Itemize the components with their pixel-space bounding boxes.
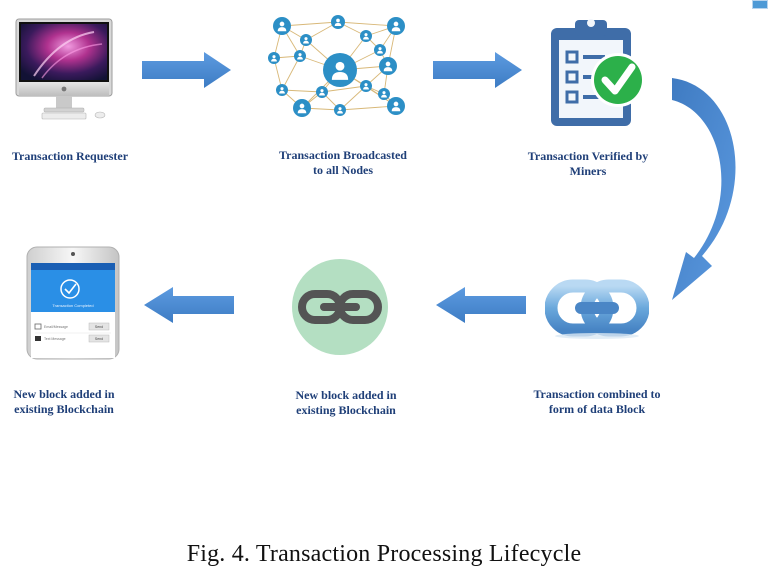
phone-row-label: Email/Message xyxy=(44,325,68,329)
label-broadcast: Transaction Broadcasted to all Nodes xyxy=(279,148,407,177)
phone-row-action: Send xyxy=(94,325,104,329)
network-node xyxy=(374,44,386,56)
network-node xyxy=(360,80,372,92)
network-node xyxy=(323,53,357,87)
label-verified: Transaction Verified by Miners xyxy=(527,149,649,178)
network-node xyxy=(293,99,311,117)
network-edge xyxy=(321,85,367,93)
network-edge xyxy=(281,55,301,91)
network-node xyxy=(331,15,345,29)
blue-chain-link-icon xyxy=(545,279,649,339)
network-edge xyxy=(281,89,323,93)
arrow-curve xyxy=(672,78,736,300)
figure-caption: Fig. 4. Transaction Processing Lifecycle xyxy=(186,541,582,567)
network-edge xyxy=(337,21,397,27)
label-combined: Transaction combined to form of data Blo… xyxy=(533,387,661,416)
network-node xyxy=(387,17,405,35)
arrow-left-1 xyxy=(436,287,526,323)
network-node xyxy=(378,88,390,100)
arrow-right-2 xyxy=(433,52,522,88)
network-node xyxy=(276,84,288,96)
label-block-mid: New block added in existing Blockchain xyxy=(295,388,397,417)
network-nodes-icon xyxy=(268,15,405,117)
network-node xyxy=(360,30,372,42)
network-edge xyxy=(281,21,339,27)
network-node xyxy=(300,34,312,46)
arrow-right-1 xyxy=(142,52,231,88)
label-block-left: New block added in existing Blockchain xyxy=(13,387,115,416)
network-node xyxy=(294,50,306,62)
network-node xyxy=(273,17,291,35)
phone-row-label: Text Message xyxy=(44,337,66,341)
clipboard-checkmark-icon xyxy=(551,19,645,126)
desktop-computer-icon xyxy=(15,18,113,120)
label-requester: Transaction Requester xyxy=(11,149,129,163)
network-edge xyxy=(339,105,397,111)
network-node xyxy=(316,86,328,98)
network-node xyxy=(387,97,405,115)
corner-handle xyxy=(752,0,768,9)
smartphone-icon: Transaction Completed Email/Message Send… xyxy=(26,246,120,360)
arrow-left-2 xyxy=(144,287,234,323)
network-node xyxy=(379,57,397,75)
phone-row-action: Send xyxy=(94,337,104,341)
gray-chain-link-icon xyxy=(292,259,388,355)
network-node xyxy=(268,52,280,64)
phone-status-text: Transaction Completed xyxy=(52,303,94,308)
network-node xyxy=(334,104,346,116)
